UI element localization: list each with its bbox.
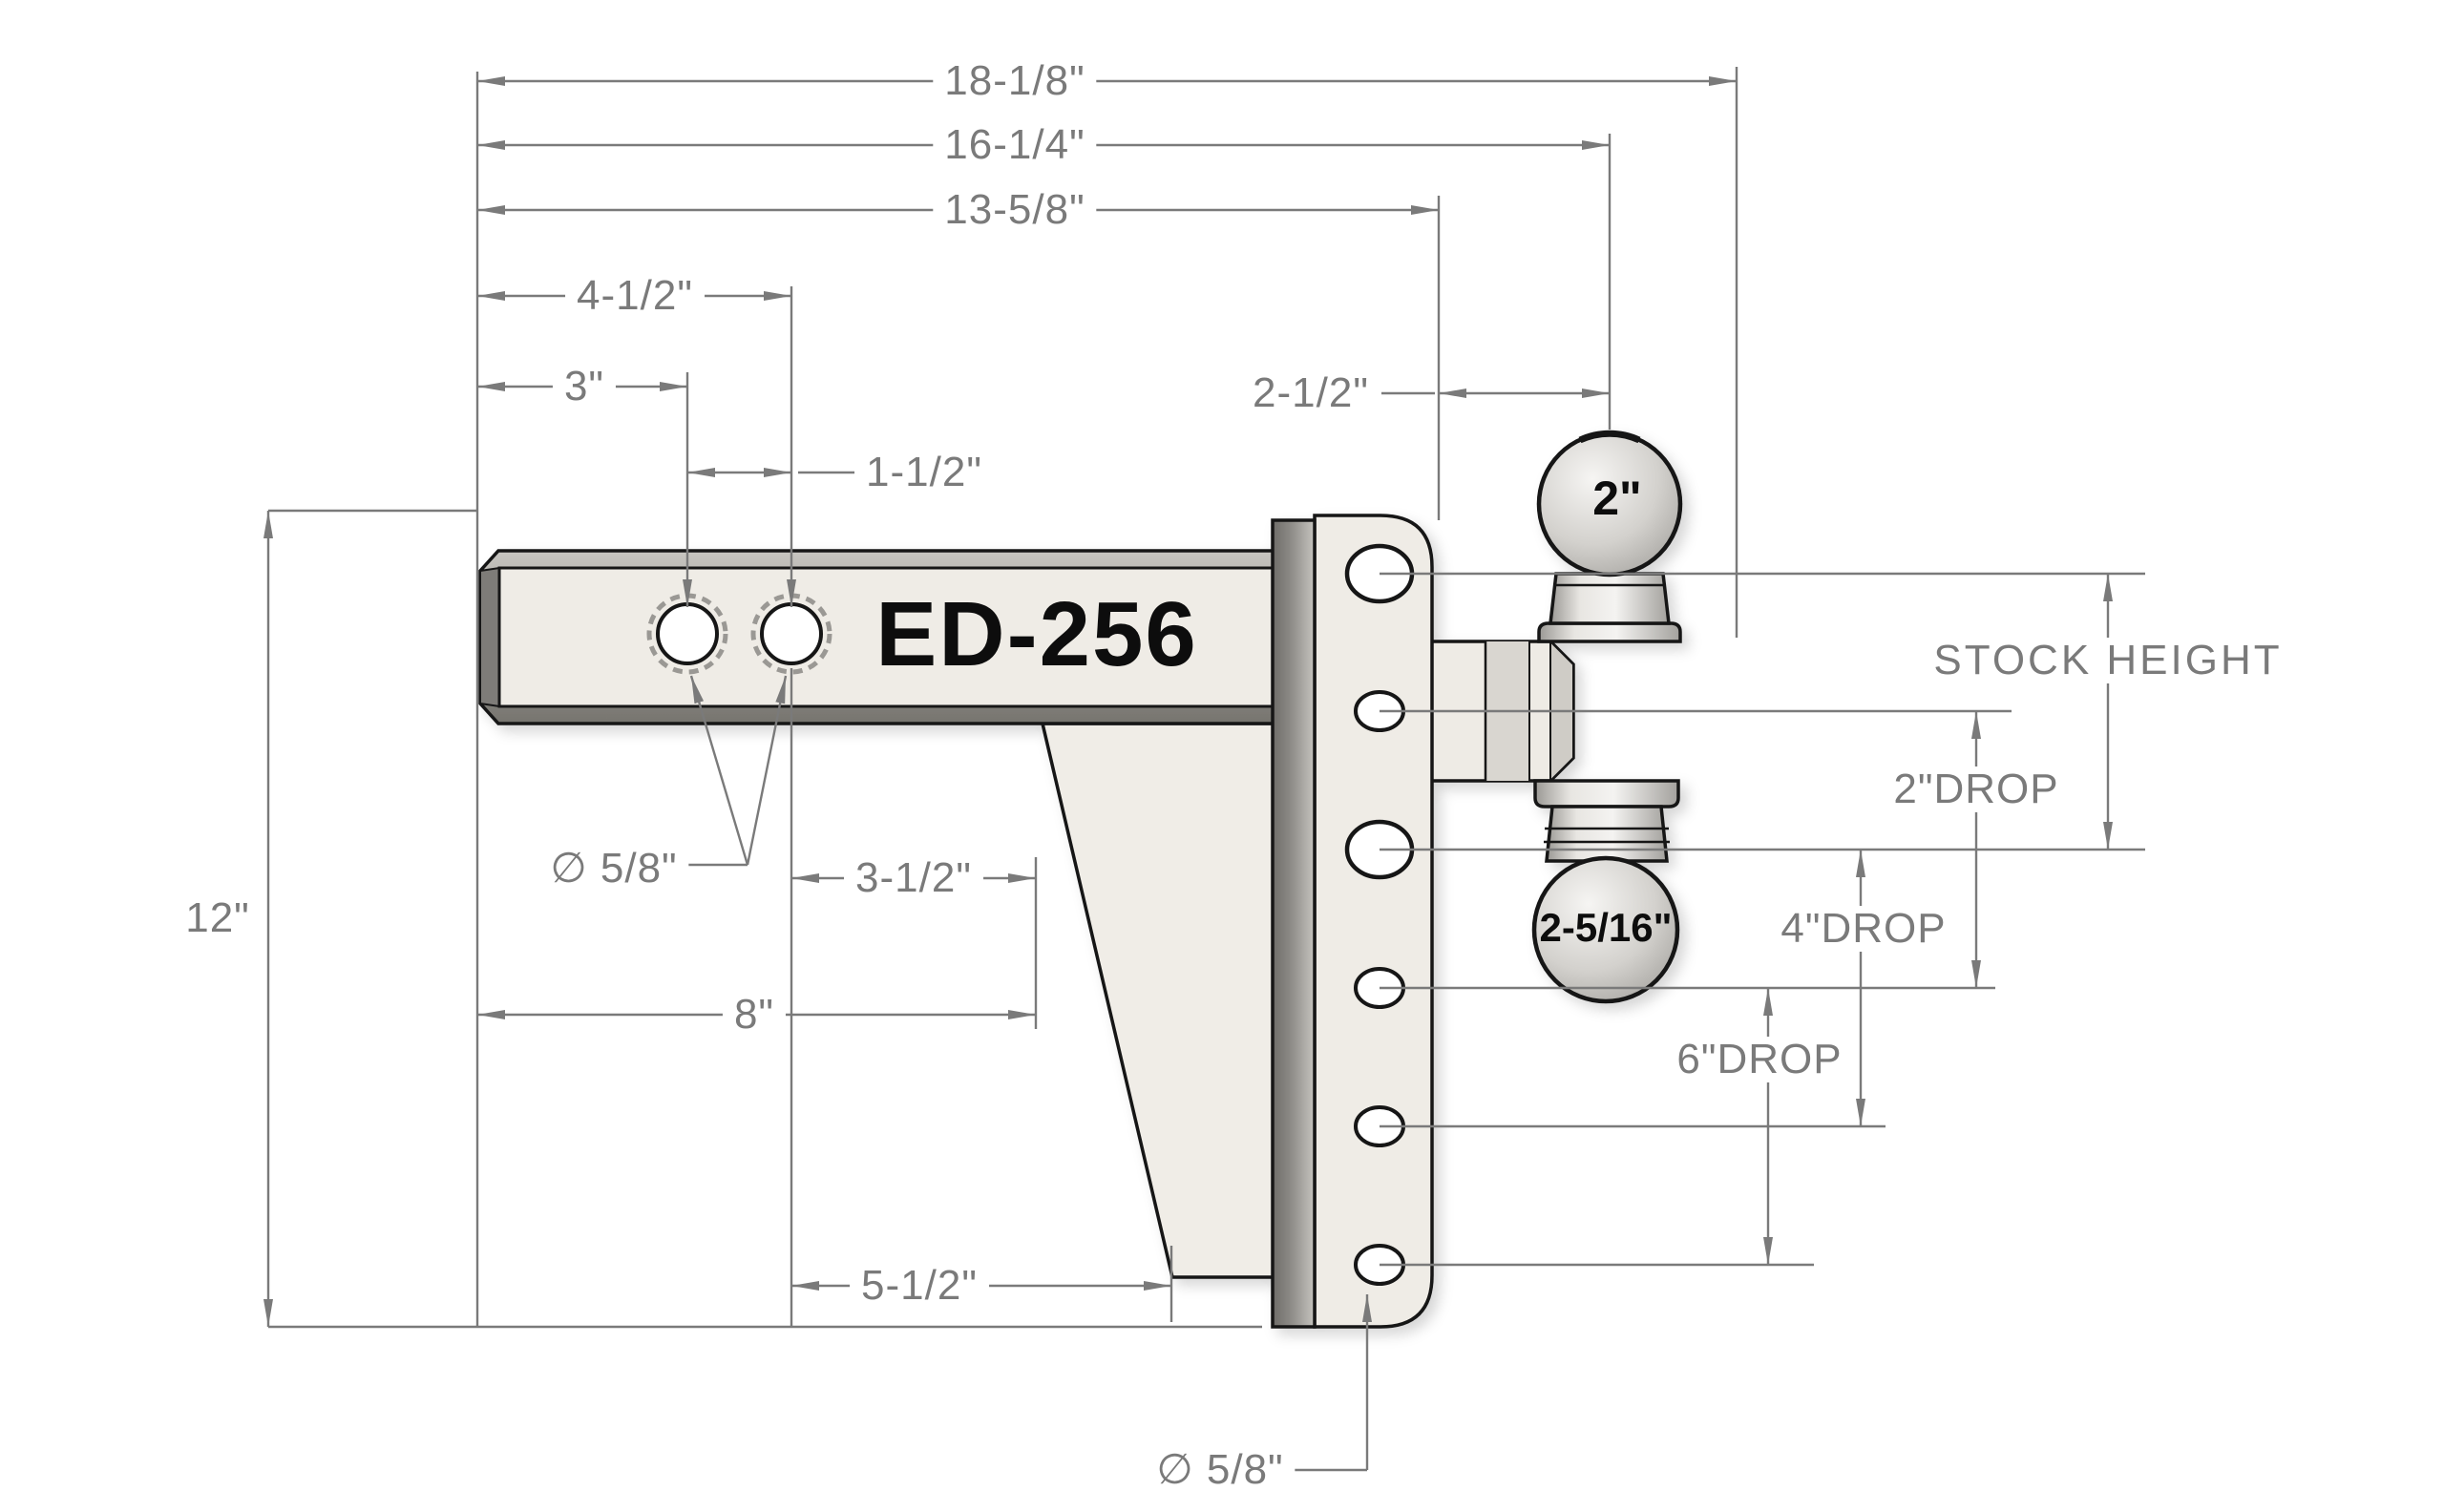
hole-leader-arrows	[680, 286, 1372, 1472]
extension-lines	[268, 67, 1738, 1329]
drop-4-label: 4"DROP	[1769, 906, 1958, 952]
dim-channel-to-ball: 2-1/2"	[1241, 370, 1380, 416]
dim-to-gusset-bottom: 5-1/2"	[850, 1263, 989, 1309]
dim-to-second-hole: 4-1/2"	[565, 273, 705, 319]
drop-6-label: 6"DROP	[1665, 1037, 1854, 1082]
dim-hole-to-gusset: 3-1/2"	[844, 855, 983, 901]
dim-shank-length: 8"	[722, 992, 787, 1038]
channel-hole-diameter-callout: ∅ 5/8"	[1145, 1447, 1296, 1493]
drop-2-label: 2"DROP	[1882, 766, 2071, 812]
bottom-ball-size-label: 2-5/16"	[1539, 905, 1673, 950]
drop-gusset-wedge	[1040, 722, 1281, 1279]
dim-to-channel-face: 13-5/8"	[933, 187, 1097, 233]
part-number-label: ED-256	[875, 583, 1198, 685]
bottom-ball-stack	[1531, 779, 1680, 1004]
top-ball-size-label: 2"	[1592, 472, 1642, 525]
top-ball-stack	[1536, 430, 1683, 643]
drop-reference-lines	[1380, 572, 2145, 1267]
shank-hole-diameter-callout: ∅ 5/8"	[538, 846, 689, 892]
dim-overall-length: 18-1/8"	[933, 58, 1097, 104]
stock-height-label: STOCK HEIGHT	[1922, 638, 2294, 683]
dim-to-first-hole: 3"	[552, 364, 617, 410]
dim-to-ball-center: 16-1/4"	[933, 122, 1097, 168]
dim-hole-spacing: 1-1/2"	[854, 450, 994, 495]
adjustment-channel	[1271, 514, 1434, 1329]
hitch-part-geometry	[478, 430, 1683, 1329]
dim-total-height: 12"	[179, 895, 256, 941]
